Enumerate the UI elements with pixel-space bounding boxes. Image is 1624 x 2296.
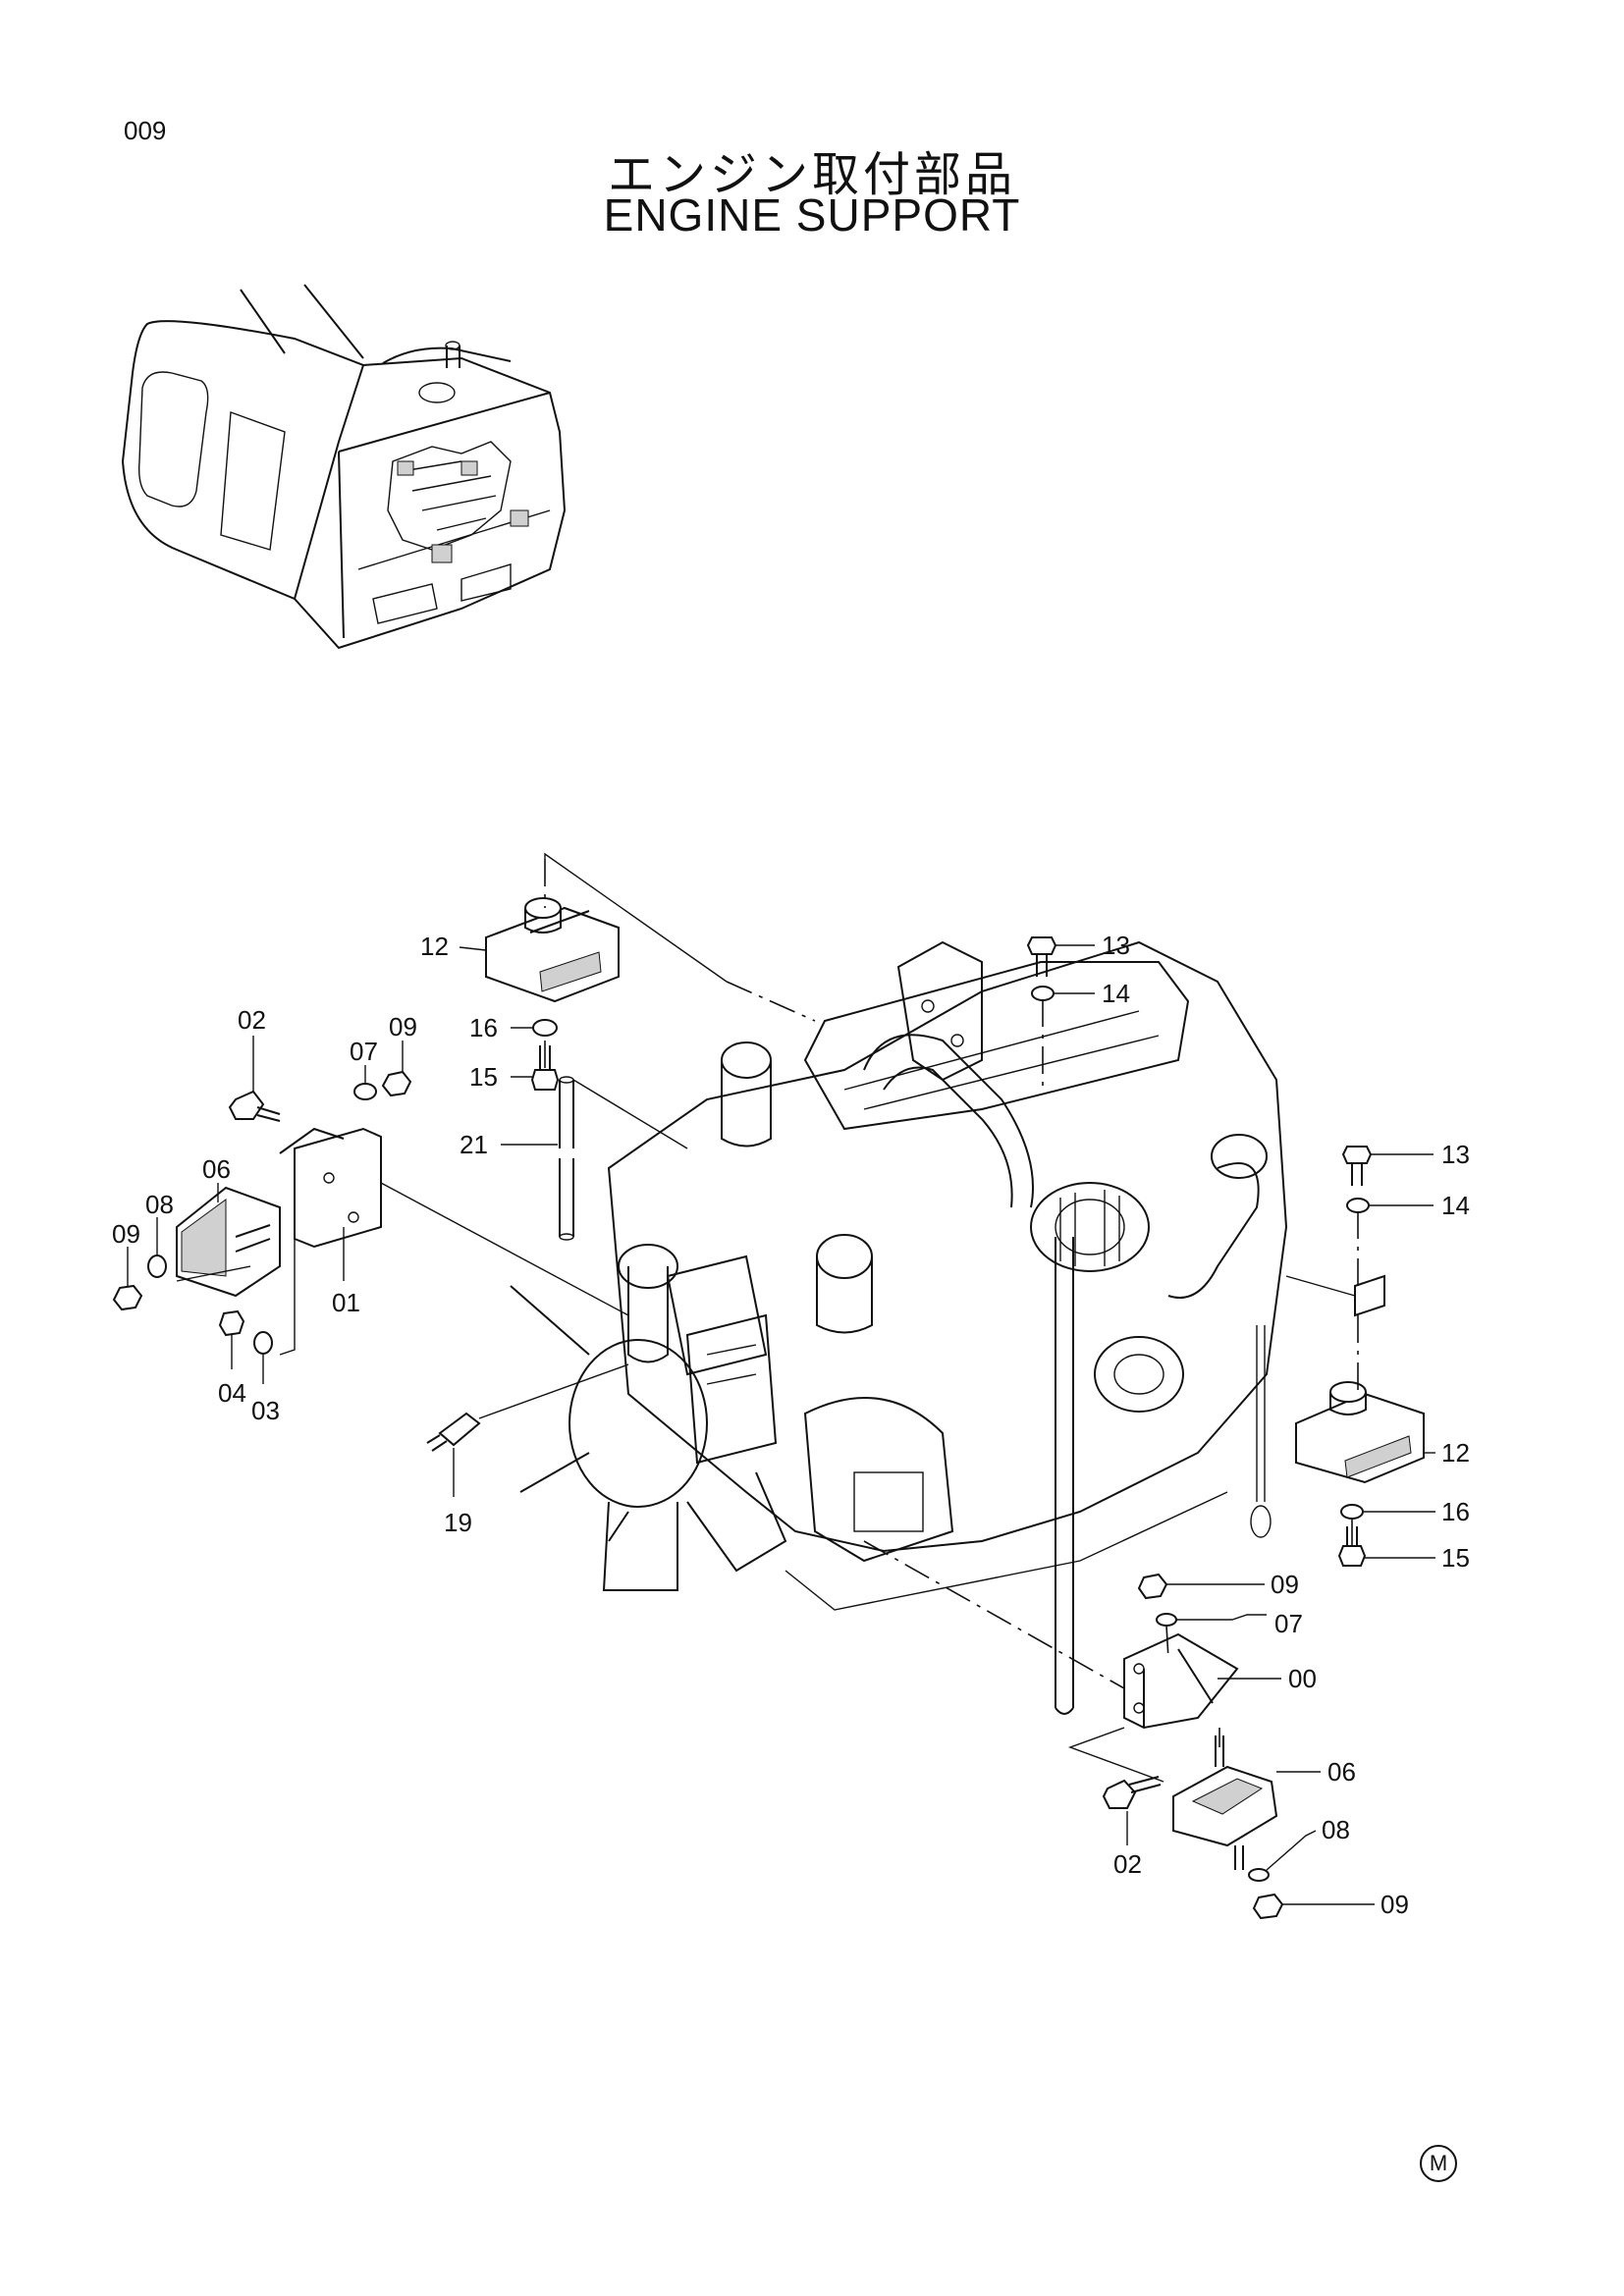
callout-09-left-top: 09 — [389, 1012, 417, 1041]
corner-mark: M — [1420, 2145, 1457, 2182]
callout-13-top: 13 — [1102, 931, 1130, 960]
callout-09-left-bottom: 09 — [112, 1219, 140, 1249]
alignment-lines — [176, 852, 1359, 1783]
part-13-right-bolt — [1341, 1146, 1373, 1186]
callout-06-right: 06 — [1327, 1757, 1356, 1787]
part-19-sensor — [426, 1412, 481, 1452]
leader-lines — [127, 944, 1435, 1905]
callout-03: 03 — [251, 1396, 280, 1425]
part-00-bracket — [1123, 1632, 1239, 1730]
part-15-right-bolt — [1337, 1526, 1367, 1567]
part-14-right-washer — [1346, 1198, 1370, 1213]
part-16-top-washer — [532, 1019, 558, 1037]
part-02-left-bolt — [228, 1090, 281, 1122]
part-06-right-mount — [1172, 1735, 1278, 1870]
page-title-english: ENGINE SUPPORT — [603, 189, 1021, 240]
part-12-right-mount — [1295, 1381, 1425, 1484]
callout-13-right: 13 — [1441, 1140, 1470, 1169]
callout-12-right: 12 — [1441, 1438, 1470, 1468]
part-07-left-washer — [353, 1083, 377, 1100]
page-number: 009 — [124, 116, 167, 145]
callout-08-left: 08 — [145, 1190, 174, 1219]
callout-06-left: 06 — [202, 1154, 231, 1184]
callout-07-left: 07 — [350, 1037, 378, 1066]
part-08-right-washer — [1248, 1868, 1270, 1882]
callout-09-right-top: 09 — [1271, 1570, 1299, 1599]
callout-14-right: 14 — [1441, 1191, 1470, 1220]
part-16-right-washer — [1340, 1504, 1364, 1520]
part-13-top-bolt — [1026, 936, 1057, 977]
part-07-right-washer — [1156, 1613, 1177, 1627]
part-14-top-washer — [1031, 986, 1055, 1001]
callout-12-top: 12 — [420, 932, 449, 961]
part-09-left-bottom-nut — [112, 1284, 143, 1311]
callout-16-top: 16 — [469, 1013, 498, 1042]
callout-15-right: 15 — [1441, 1543, 1470, 1573]
callout-04: 04 — [218, 1378, 246, 1408]
part-12-top-mount — [485, 897, 620, 1003]
part-09-right-top-nut — [1137, 1573, 1168, 1600]
callout-09-right-bottom: 09 — [1380, 1890, 1409, 1919]
callout-21: 21 — [460, 1130, 488, 1159]
callout-07-right: 07 — [1274, 1609, 1303, 1638]
engine-assembly-illustration — [510, 940, 1385, 1715]
part-02-right-bolt — [1102, 1776, 1162, 1809]
callout-00: 00 — [1288, 1664, 1317, 1693]
part-08-left-washer — [147, 1255, 167, 1278]
part-15-top-bolt — [530, 1045, 560, 1091]
part-03-washer — [253, 1331, 273, 1355]
callout-08-right: 08 — [1322, 1815, 1350, 1844]
part-09-left-nut — [381, 1070, 412, 1097]
callout-02-left: 02 — [238, 1005, 266, 1035]
callout-01: 01 — [332, 1288, 360, 1317]
callout-02-right: 02 — [1113, 1849, 1142, 1879]
part-04-nut — [218, 1309, 245, 1337]
part-09-right-bottom-nut — [1252, 1893, 1284, 1920]
callout-14-top: 14 — [1102, 979, 1130, 1008]
part-06-left-mount — [176, 1186, 281, 1298]
callout-16-right: 16 — [1441, 1497, 1470, 1526]
page-title-japanese: エンジン取付部品 — [607, 147, 1016, 202]
callout-15-top: 15 — [469, 1062, 498, 1092]
callout-labels: 12 16 15 21 13 14 02 07 09 06 08 09 01 0… — [112, 931, 1470, 1919]
callout-19: 19 — [444, 1508, 472, 1537]
excavator-overview-illustration — [121, 284, 567, 650]
part-21-hose — [559, 1076, 574, 1241]
